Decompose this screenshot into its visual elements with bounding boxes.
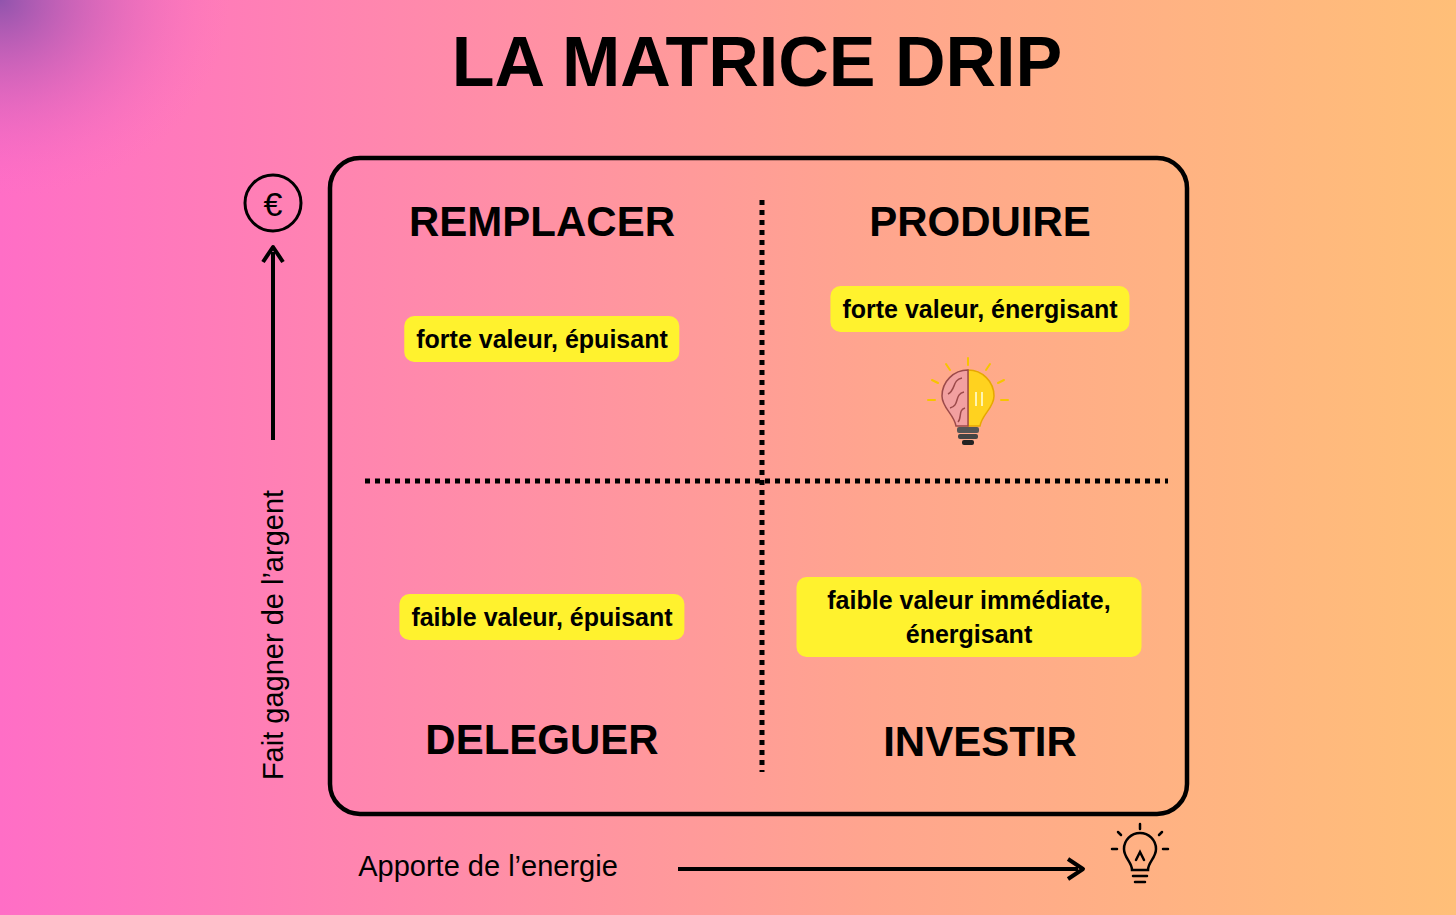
vertical-divider — [760, 200, 765, 772]
matrix-frame — [330, 158, 1187, 814]
y-axis-arrowhead — [263, 247, 283, 262]
quadrant-heading: INVESTIR — [883, 718, 1077, 766]
quadrant-heading: DELEGUER — [425, 716, 658, 764]
euro-icon — [245, 175, 301, 231]
corner-shade — [0, 0, 300, 260]
y-axis-arrow — [271, 252, 275, 440]
bulb-icon — [1112, 824, 1168, 882]
tag-text: forte valeur, énergisant — [842, 292, 1117, 326]
axis-label: Apporte de l’energie — [358, 850, 618, 883]
value-tag: faible valeur immédiate, énergisant — [797, 577, 1142, 657]
tag-text: faible valeur, épuisant — [411, 600, 672, 634]
horizontal-divider — [365, 479, 1168, 484]
axis-label: Fait gagner de l’argent — [257, 490, 290, 780]
diagram-title: LA MATRICE DRIP — [452, 22, 1063, 102]
value-tag: faible valeur, épuisant — [399, 594, 684, 640]
euro-sign: € — [264, 185, 283, 224]
value-tag: forte valeur, épuisant — [404, 316, 679, 362]
quadrant-heading: PRODUIRE — [869, 198, 1091, 246]
tag-text: faible valeur immédiate, énergisant — [809, 583, 1130, 651]
value-tag: forte valeur, énergisant — [830, 286, 1129, 332]
tag-text: forte valeur, épuisant — [416, 322, 667, 356]
quadrant-heading: REMPLACER — [409, 198, 675, 246]
x-axis-arrowhead — [1068, 859, 1083, 879]
brain-bulb-illustration — [928, 358, 1008, 445]
x-axis-arrow — [678, 867, 1078, 871]
